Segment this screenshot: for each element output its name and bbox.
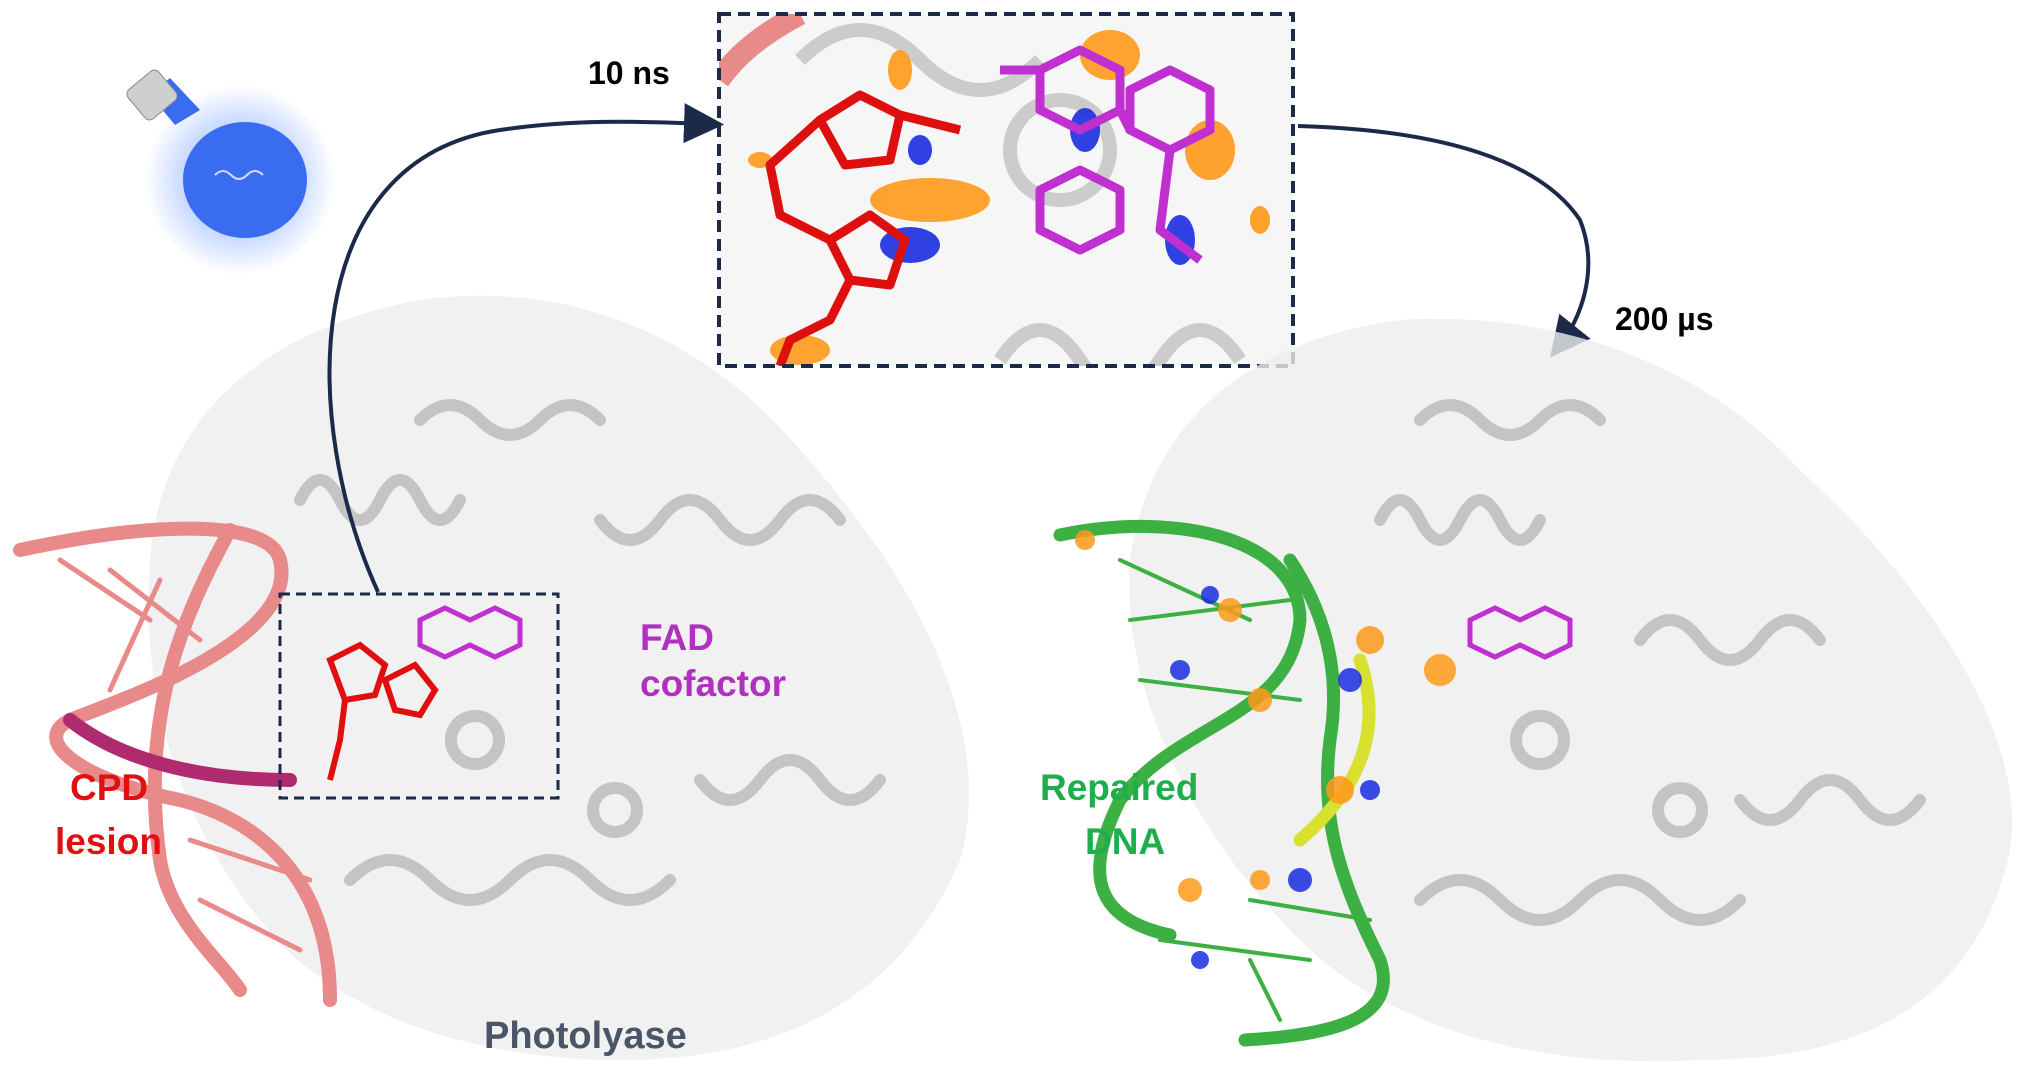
damaged-dna bbox=[13, 521, 337, 1007]
arrow-to-10ns bbox=[327, 103, 724, 593]
repaired-dna bbox=[1053, 519, 1456, 1047]
light-bulb-icon bbox=[126, 69, 335, 275]
photolyase-label: Photolyase bbox=[484, 1015, 687, 1057]
fad-cofactor-structure-left bbox=[417, 605, 523, 660]
fad-label-line2: cofactor bbox=[640, 663, 786, 704]
arrow-to-200us bbox=[1297, 124, 1591, 358]
repaired-label-line1: Repaired bbox=[1040, 767, 1198, 808]
cpd-lesion-structure bbox=[326, 641, 439, 781]
time-label-10ns: 10 ns bbox=[588, 55, 670, 91]
time-label-200us: 200 µs bbox=[1615, 301, 1714, 337]
inset-10ns bbox=[717, 12, 1295, 368]
fad-label-line1: FAD bbox=[640, 617, 714, 658]
cpd-label-line2: lesion bbox=[55, 821, 162, 862]
cpd-label-line1: CPD bbox=[70, 767, 148, 808]
repaired-label-line2: DNA bbox=[1085, 821, 1165, 862]
